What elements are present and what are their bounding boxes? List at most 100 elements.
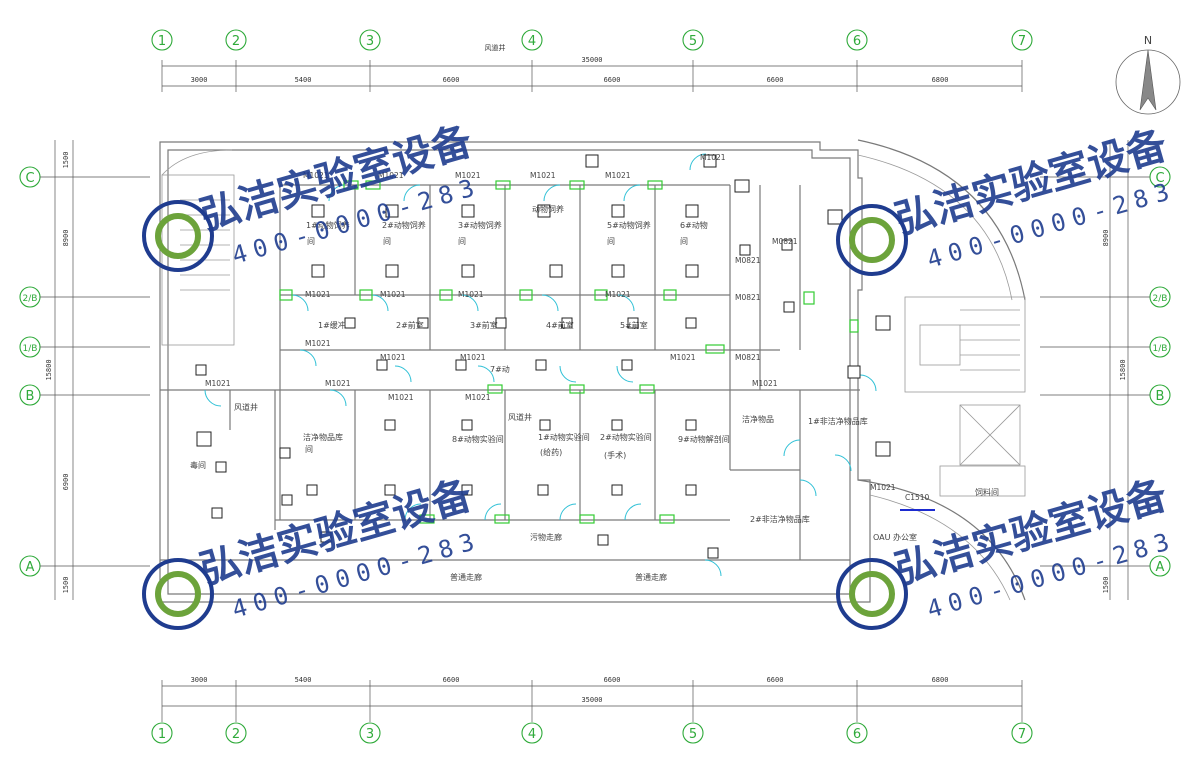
- svg-text:C: C: [25, 171, 34, 186]
- svg-text:OAU 办公室: OAU 办公室: [873, 532, 917, 542]
- svg-text:间: 间: [305, 445, 313, 454]
- svg-text:(给药): (给药): [540, 447, 562, 457]
- dim-total-bottom: 35000: [581, 696, 602, 704]
- svg-text:7: 7: [1018, 727, 1026, 742]
- window-label: C1510: [905, 493, 930, 502]
- svg-text:M1021: M1021: [388, 393, 414, 402]
- svg-text:M1021: M1021: [460, 353, 486, 362]
- svg-text:间: 间: [607, 237, 615, 246]
- svg-text:3#前室: 3#前室: [470, 320, 498, 330]
- svg-text:M1021: M1021: [380, 353, 406, 362]
- svg-text:1#动物实验间: 1#动物实验间: [538, 432, 590, 442]
- svg-text:M1021: M1021: [870, 483, 896, 492]
- svg-text:5: 5: [689, 727, 697, 742]
- dim-total-top: 35000: [581, 56, 602, 64]
- svg-text:1/B: 1/B: [1153, 344, 1168, 354]
- grid-bubble-6: 6: [846, 29, 868, 51]
- svg-text:M1021: M1021: [530, 171, 556, 180]
- svg-text:8900: 8900: [1102, 230, 1110, 247]
- svg-text:6: 6: [853, 34, 861, 49]
- svg-text:B: B: [1156, 389, 1165, 404]
- doors: [204, 153, 877, 577]
- svg-text:A: A: [26, 560, 35, 575]
- svg-text:2#前室: 2#前室: [396, 320, 424, 330]
- watermark-bottom-right: 弘洁实验室设备 400-0000-283: [836, 472, 1179, 630]
- grid-bubble-1: 1: [151, 29, 173, 51]
- grid-bubble-7: 7: [1011, 29, 1033, 51]
- grid-bubble-5: 5: [682, 29, 704, 51]
- svg-text:M1021: M1021: [380, 290, 406, 299]
- svg-text:M1021: M1021: [465, 393, 491, 402]
- svg-text:2: 2: [232, 727, 240, 742]
- svg-text:3: 3: [366, 727, 374, 742]
- svg-text:洁净物品: 洁净物品: [742, 414, 774, 424]
- room-labels: 1#动物饲养 2#动物饲养 3#动物饲养 动物饲养 5#动物饲养 6#动物 间 …: [190, 204, 999, 582]
- svg-text:1#缓冲: 1#缓冲: [318, 320, 346, 330]
- svg-text:M1021: M1021: [605, 171, 631, 180]
- svg-text:M1021: M1021: [205, 379, 231, 388]
- svg-text:1500: 1500: [1102, 577, 1110, 594]
- svg-text:6600: 6600: [767, 676, 784, 684]
- svg-text:15800: 15800: [45, 359, 53, 380]
- svg-text:5#动物饲养: 5#动物饲养: [607, 220, 651, 230]
- svg-text:洁净物品库: 洁净物品库: [303, 432, 343, 442]
- svg-text:M1021: M1021: [752, 379, 778, 388]
- svg-text:毒间: 毒间: [190, 460, 206, 470]
- svg-text:N: N: [1144, 34, 1152, 47]
- svg-text:4: 4: [528, 727, 536, 742]
- svg-text:6: 6: [853, 727, 861, 742]
- svg-text:3000: 3000: [191, 676, 208, 684]
- svg-text:1#动物饲养: 1#动物饲养: [306, 220, 350, 230]
- svg-text:动物饲养: 动物饲养: [532, 204, 564, 214]
- svg-text:5400: 5400: [295, 76, 312, 84]
- svg-text:2#动物饲养: 2#动物饲养: [382, 220, 426, 230]
- top-grid: 1 2 3 4 5 6 7 35000 风道井 3000 5400 6600 6…: [151, 29, 1033, 92]
- svg-text:间: 间: [680, 237, 688, 246]
- door-labels: M1021 M1021 M1021 M1021 M1021 M1021 M102…: [205, 153, 935, 511]
- svg-text:风道井: 风道井: [234, 402, 258, 412]
- svg-text:7: 7: [1018, 34, 1026, 49]
- svg-text:C: C: [1155, 171, 1164, 186]
- svg-text:8#动物实验间: 8#动物实验间: [452, 434, 504, 444]
- svg-text:间: 间: [307, 237, 315, 246]
- svg-text:普通走廊: 普通走廊: [635, 572, 667, 582]
- bottom-grid: 3000 5400 6600 6600 6600 6800 35000 1 2 …: [151, 676, 1033, 744]
- svg-text:6900: 6900: [62, 474, 70, 491]
- svg-text:6600: 6600: [443, 76, 460, 84]
- svg-text:2#非洁净物品库: 2#非洁净物品库: [750, 514, 810, 524]
- interior-walls: [160, 184, 860, 561]
- svg-text:6#动物: 6#动物: [680, 220, 708, 230]
- svg-text:6600: 6600: [443, 676, 460, 684]
- svg-text:3: 3: [366, 34, 374, 49]
- svg-text:M1021: M1021: [378, 171, 404, 180]
- svg-text:M0821: M0821: [735, 293, 761, 302]
- grid-bubble-4: 4: [521, 29, 543, 51]
- svg-text:5: 5: [689, 34, 697, 49]
- svg-text:A: A: [1156, 560, 1165, 575]
- svg-text:1: 1: [158, 727, 166, 742]
- right-grid: C 2/B 1/B B A 8900 15800 1500: [1040, 140, 1171, 600]
- svg-text:M1021: M1021: [305, 339, 331, 348]
- svg-text:7#动: 7#动: [490, 364, 510, 374]
- svg-text:4#前室: 4#前室: [546, 320, 574, 330]
- svg-text:(手术): (手术): [604, 450, 626, 460]
- svg-text:M0821: M0821: [735, 353, 761, 362]
- svg-text:污物走廊: 污物走廊: [530, 532, 562, 542]
- svg-text:2: 2: [232, 34, 240, 49]
- svg-text:间: 间: [458, 237, 466, 246]
- svg-text:1#非洁净物品库: 1#非洁净物品库: [808, 416, 868, 426]
- vents: [195, 154, 891, 559]
- svg-text:3#动物饲养: 3#动物饲养: [458, 220, 502, 230]
- svg-text:5#前室: 5#前室: [620, 320, 648, 330]
- watermark-top-left: 弘洁实验室设备 400-0000-283: [142, 118, 484, 272]
- svg-text:M1021: M1021: [670, 353, 696, 362]
- building-walls: [159, 139, 1026, 603]
- svg-text:M1021: M1021: [303, 171, 329, 180]
- svg-text:6600: 6600: [767, 76, 784, 84]
- grid-bubble-3: 3: [359, 29, 381, 51]
- svg-text:5400: 5400: [295, 676, 312, 684]
- left-grid: C 2/B 1/B B A 1500 8900 15800 6900 1500: [19, 140, 150, 600]
- svg-text:8900: 8900: [62, 230, 70, 247]
- svg-text:9#动物解剖间: 9#动物解剖间: [678, 434, 730, 444]
